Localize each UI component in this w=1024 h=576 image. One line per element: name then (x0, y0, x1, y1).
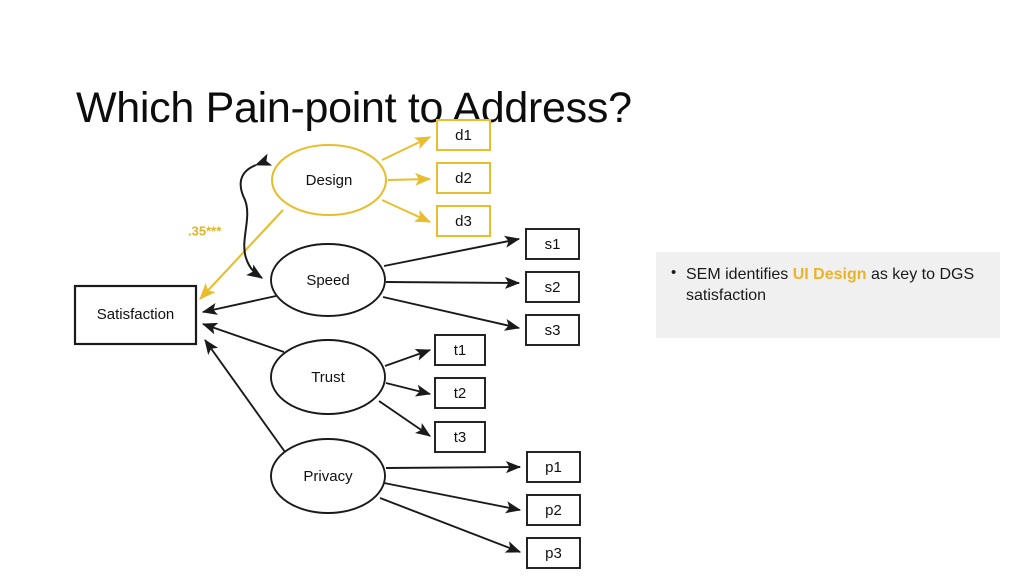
privacy-ellipse (270, 438, 386, 514)
latent-node-trust[interactable]: Trust (270, 339, 386, 415)
path-speed-satisfaction (201, 295, 277, 315)
t1-rect (434, 334, 486, 366)
indicator-label-s3: s3 (545, 322, 561, 339)
indicator-box-t3[interactable]: t3 (434, 421, 486, 453)
indicator-box-d1[interactable]: d1 (436, 119, 491, 151)
loading-design-d2 (387, 172, 432, 186)
loading-speed-s1 (383, 235, 521, 267)
insight-text-highlight: UI Design (792, 266, 867, 283)
indicator-box-s1[interactable]: s1 (525, 228, 580, 260)
indicator-label-p1: p1 (545, 459, 562, 476)
p2-rect (526, 494, 581, 526)
outcome-label-satisfaction: Satisfaction (97, 306, 175, 323)
indicator-box-p3[interactable]: p3 (526, 537, 581, 569)
loading-privacy-p1 (385, 461, 522, 474)
indicator-label-d3: d3 (455, 213, 472, 230)
indicator-label-p2: p2 (545, 502, 562, 519)
indicator-box-t2[interactable]: t2 (434, 377, 486, 409)
indicator-label-t3: t3 (454, 429, 467, 446)
indicator-box-d2[interactable]: d2 (436, 162, 491, 194)
latent-label-privacy: Privacy (303, 468, 353, 485)
s3-rect (525, 314, 580, 346)
loading-design-d3 (381, 199, 432, 223)
latent-label-trust: Trust (311, 369, 345, 386)
latent-label-speed: Speed (306, 272, 349, 289)
loading-speed-s2 (385, 276, 521, 289)
loading-privacy-p3 (379, 497, 522, 553)
loading-trust-t1 (384, 348, 432, 367)
loading-trust-t2 (385, 382, 432, 397)
p3-rect (526, 537, 581, 569)
t3-rect (434, 421, 486, 453)
satisfaction-rect (73, 284, 198, 346)
insight-panel: SEM identifies UI Design as key to DGS s… (656, 252, 1000, 338)
indicator-box-s3[interactable]: s3 (525, 314, 580, 346)
indicator-box-p2[interactable]: p2 (526, 494, 581, 526)
path-trust-satisfaction (201, 322, 285, 353)
indicator-label-d1: d1 (455, 127, 472, 144)
insight-bullet: SEM identifies UI Design as key to DGS s… (670, 263, 984, 307)
s1-rect (525, 228, 580, 260)
indicator-label-t2: t2 (454, 385, 467, 402)
covariance-design-speed (239, 153, 273, 279)
outcome-node-satisfaction[interactable]: Satisfaction (73, 284, 198, 346)
loading-design-d1 (381, 136, 432, 161)
trust-ellipse (270, 339, 386, 415)
sem-path-diagram: Design d1 d2 d3 Speed s1 (73, 119, 581, 569)
d3-rect (436, 205, 491, 237)
latent-node-speed[interactable]: Speed (270, 243, 386, 317)
loading-trust-t3 (378, 400, 431, 437)
p1-rect (526, 451, 581, 483)
indicator-label-s1: s1 (545, 236, 561, 253)
path-privacy-satisfaction (204, 339, 286, 453)
loading-speed-s3 (382, 296, 521, 331)
latent-node-privacy[interactable]: Privacy (270, 438, 386, 514)
insight-text-suffix: as key to DGS satisfaction (686, 266, 975, 305)
indicator-box-t1[interactable]: t1 (434, 334, 486, 366)
insight-list: SEM identifies UI Design as key to DGS s… (670, 263, 984, 307)
page-title: Which Pain-point to Address? (76, 83, 632, 132)
indicator-box-d3[interactable]: d3 (436, 205, 491, 237)
indicator-label-d2: d2 (455, 170, 472, 187)
insight-text-prefix: SEM identifies (686, 266, 793, 283)
s2-rect (525, 271, 580, 303)
latent-label-design: Design (306, 172, 353, 189)
indicator-box-s2[interactable]: s2 (525, 271, 580, 303)
latent-node-design[interactable]: Design (270, 143, 388, 217)
indicator-box-p1[interactable]: p1 (526, 451, 581, 483)
d1-rect (436, 119, 491, 151)
loading-privacy-p2 (383, 482, 522, 514)
t2-rect (434, 377, 486, 409)
indicator-label-p3: p3 (545, 545, 562, 562)
indicator-label-s2: s2 (545, 279, 561, 296)
indicator-label-t1: t1 (454, 342, 467, 359)
d2-rect (436, 162, 491, 194)
path-coefficient-label: .35*** (188, 223, 222, 238)
speed-ellipse (270, 243, 386, 317)
